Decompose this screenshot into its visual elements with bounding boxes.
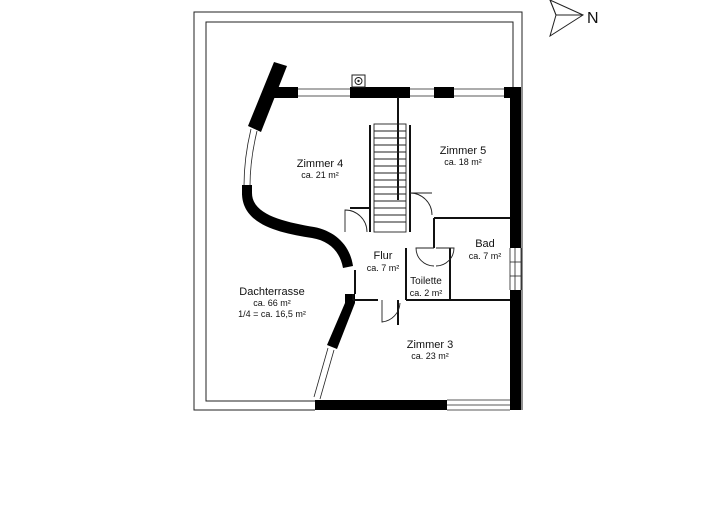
room-name: Zimmer 5: [440, 145, 486, 157]
room-area: ca. 18 m²: [444, 157, 482, 167]
room-label-zimmer-5: Zimmer 5 ca. 18 m²: [440, 145, 486, 167]
curved-wall: [242, 193, 353, 268]
room-area: ca. 23 m²: [411, 351, 449, 361]
window-bad: [509, 248, 522, 290]
room-note: 1/4 = ca. 16,5 m²: [238, 309, 306, 319]
terrace-border: [193, 11, 523, 411]
room-area: ca. 7 m²: [367, 263, 400, 273]
room-area: ca. 66 m²: [253, 298, 291, 308]
compass-label: N: [587, 10, 599, 27]
room-label-flur: Flur ca. 7 m²: [367, 250, 400, 273]
room-label-bad: Bad ca. 7 m²: [469, 238, 502, 261]
room-name: Bad: [475, 238, 495, 250]
doors: [344, 192, 455, 323]
staircase: [373, 123, 407, 233]
room-name: Zimmer 4: [297, 158, 343, 170]
room-name: Dachterrasse: [239, 286, 304, 298]
exterior-walls: [315, 88, 521, 410]
chimney-icon: [351, 74, 366, 88]
window-bottom: [447, 399, 510, 411]
top-wall: [272, 87, 521, 98]
room-name: Flur: [374, 250, 393, 262]
left-lower-wall: [313, 294, 355, 400]
room-label-zimmer-3: Zimmer 3 ca. 23 m²: [407, 339, 453, 361]
room-name: Toilette: [410, 276, 442, 287]
room-label-toilette: Toilette ca. 2 m²: [410, 276, 443, 298]
room-area: ca. 7 m²: [469, 251, 502, 261]
north-arrow-icon: [549, 0, 585, 38]
room-area: ca. 2 m²: [410, 288, 443, 298]
interior-walls: [350, 97, 510, 325]
room-label-zimmer-4: Zimmer 4 ca. 21 m²: [297, 158, 343, 180]
room-label-dachterrasse: Dachterrasse ca. 66 m² 1/4 = ca. 16,5 m²: [238, 286, 306, 319]
room-area: ca. 21 m²: [301, 170, 339, 180]
room-name: Zimmer 3: [407, 339, 453, 351]
left-upper-wall: [242, 62, 287, 195]
